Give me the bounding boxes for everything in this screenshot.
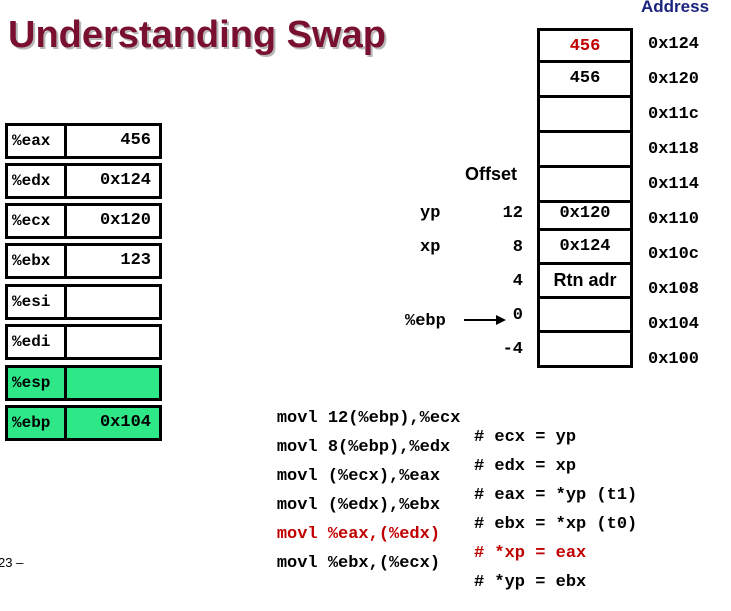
address-label: 0x114 [648, 175, 700, 194]
memory-cell-0x124: 456 [537, 28, 633, 63]
offset-value: 8 [512, 238, 523, 257]
code-comment: # eax = *yp (t1) [474, 486, 638, 505]
code-line: movl (%edx),%ebx # ebx = *xp (t0) [236, 477, 637, 553]
register-name: %ebx [8, 246, 67, 276]
code-instruction: movl 12(%ebp),%ecx [276, 409, 461, 428]
page-number: 23 – [0, 555, 24, 570]
register-row-ecx: %ecx 0x120 [5, 203, 162, 239]
register-value [67, 287, 159, 317]
register-name: %eax [8, 126, 67, 156]
offset-value: 12 [502, 204, 523, 223]
register-value: 0x124 [99, 171, 151, 190]
code-line-highlighted: movl %eax,(%edx) # *xp = eax [236, 506, 586, 582]
code-comment: # ebx = *xp (t0) [474, 515, 638, 534]
memory-cell-0x114 [537, 168, 633, 203]
register-row-ebx: %ebx 123 [5, 243, 162, 279]
memory-cell-0x110: 0x120 [537, 198, 633, 231]
offset-column-header: Offset [465, 164, 518, 184]
register-row-ebp: %ebp 0x104 [5, 405, 162, 441]
address-column-header: Address [641, 0, 710, 16]
memory-cell-0x10c: 0x124 [537, 231, 633, 265]
register-name: %edx [8, 166, 67, 196]
code-instruction: movl 8(%ebp),%edx [276, 438, 451, 457]
register-row-esp: %esp [5, 365, 162, 401]
code-instruction: movl %ebx,(%ecx) [276, 554, 441, 573]
address-label: 0x124 [648, 35, 700, 54]
pointer-label-yp: yp [420, 204, 441, 223]
code-comment: # ecx = yp [474, 428, 577, 447]
pointer-label-ebp: %ebp [405, 312, 446, 331]
memory-cell-0x100 [537, 333, 633, 368]
register-name: %esp [8, 368, 67, 398]
code-instruction: movl (%edx),%ebx [276, 496, 441, 515]
code-line: movl 8(%ebp),%edx # edx = xp [236, 419, 576, 495]
code-line: movl 12(%ebp),%ecx # ecx = yp [236, 390, 576, 466]
ebp-arrow-icon [464, 315, 506, 325]
register-value: 0x104 [99, 413, 151, 432]
memory-cell-0x11c [537, 98, 633, 133]
memory-cell-0x108: Rtn adr [537, 265, 633, 299]
address-label: 0x110 [648, 210, 700, 229]
address-label: 0x120 [648, 70, 700, 89]
code-instruction: movl (%ecx),%eax [276, 467, 441, 486]
register-row-edi: %edi [5, 324, 162, 360]
register-name: %ecx [8, 206, 67, 236]
offset-value: -4 [502, 340, 523, 359]
code-instruction: movl %eax,(%edx) [276, 525, 441, 544]
register-value [67, 327, 159, 357]
register-name: %ebp [8, 408, 67, 438]
code-line: movl (%ecx),%eax # eax = *yp (t1) [236, 448, 637, 524]
code-line: movl %ebx,(%ecx) # *yp = ebx [236, 535, 586, 611]
memory-cell-0x118 [537, 133, 633, 168]
address-label: 0x118 [648, 140, 700, 159]
address-label: 0x100 [648, 350, 700, 369]
address-label: 0x108 [648, 280, 700, 299]
code-comment: # *yp = ebx [474, 573, 587, 592]
register-value [67, 368, 159, 398]
register-row-eax: %eax 456 [5, 123, 162, 159]
code-comment: # *xp = eax [474, 544, 587, 563]
register-name: %edi [8, 327, 67, 357]
address-label: 0x11c [648, 105, 700, 124]
address-label: 0x10c [648, 245, 700, 264]
offset-value: 0 [512, 306, 523, 325]
register-row-edx: %edx 0x124 [5, 163, 162, 199]
register-name: %esi [8, 287, 67, 317]
pointer-label-xp: xp [420, 238, 441, 257]
register-value: 123 [120, 251, 151, 270]
register-value: 0x120 [99, 211, 151, 230]
register-value: 456 [120, 131, 151, 150]
slide-title: Understanding Swap [8, 14, 386, 56]
memory-cell-0x120: 456 [537, 63, 633, 98]
register-row-esi: %esi [5, 284, 162, 320]
code-comment: # edx = xp [474, 457, 577, 476]
offset-value: 4 [512, 272, 523, 291]
memory-cell-0x104 [537, 299, 633, 333]
address-label: 0x104 [648, 315, 700, 334]
